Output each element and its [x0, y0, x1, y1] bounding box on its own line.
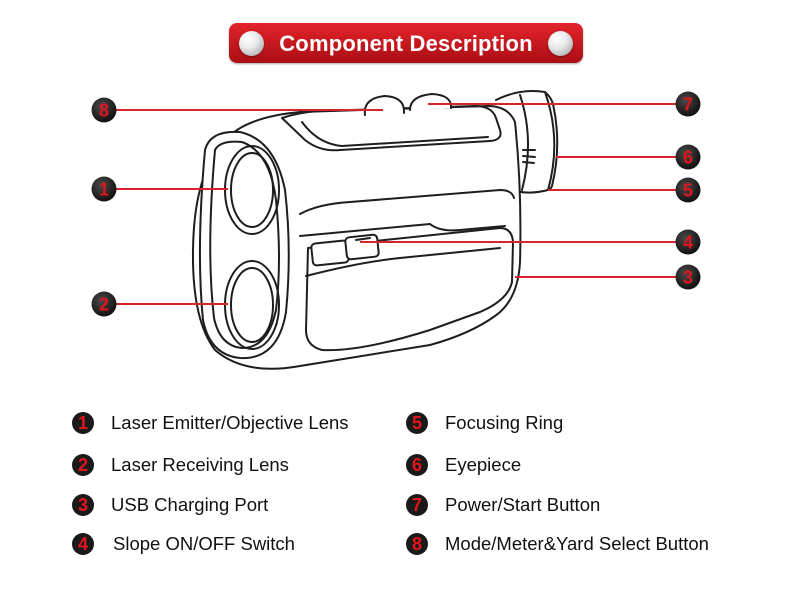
- rangefinder-drawing: [191, 90, 559, 370]
- callout-number-7: 7: [683, 95, 693, 115]
- callout-badge-2: 2: [91, 291, 117, 317]
- callout-number-6: 6: [683, 148, 693, 168]
- title-banner: Component Description: [229, 23, 583, 63]
- callout-badge-1: 1: [91, 176, 117, 202]
- legend-item-3: 3 USB Charging Port: [72, 492, 268, 518]
- legend-label-1: Laser Emitter/Objective Lens: [111, 412, 349, 433]
- legend-number-2: 2: [72, 454, 94, 476]
- legend-number-3: 3: [72, 494, 94, 516]
- legend-item-7: 7 Power/Start Button: [406, 492, 600, 518]
- callout-number-4: 4: [683, 233, 693, 253]
- decorative-sphere-icon: [548, 31, 573, 56]
- callout-lines: [116, 103, 676, 305]
- callout-badge-7: 7: [675, 91, 701, 117]
- legend-number-8: 8: [406, 533, 428, 555]
- legend-label-2: Laser Receiving Lens: [111, 454, 289, 475]
- legend-label-7: Power/Start Button: [445, 494, 601, 515]
- legend-number-7: 7: [406, 494, 428, 516]
- callout-badge-3: 3: [675, 264, 701, 290]
- legend-item-8: 8 Mode/Meter&Yard Select Button: [406, 531, 709, 557]
- legend-item-5: 5 Focusing Ring: [406, 410, 563, 436]
- callout-number-1: 1: [99, 180, 109, 200]
- callout-badge-8: 8: [91, 97, 117, 123]
- legend-number-6: 6: [406, 454, 428, 476]
- callout-badge-4: 4: [675, 229, 701, 255]
- callout-badge-6: 6: [675, 144, 701, 170]
- callout-badge-5: 5: [675, 177, 701, 203]
- callout-number-5: 5: [683, 181, 693, 201]
- legend-item-6: 6 Eyepiece: [406, 452, 521, 478]
- callout-number-8: 8: [99, 101, 109, 121]
- callout-number-2: 2: [99, 295, 109, 315]
- legend-number-5: 5: [406, 412, 428, 434]
- legend-number-1: 1: [72, 412, 94, 434]
- decorative-sphere-icon: [239, 31, 264, 56]
- page-title: Component Description: [279, 31, 533, 56]
- legend-item-2: 2 Laser Receiving Lens: [72, 452, 289, 478]
- legend-item-1: 1 Laser Emitter/Objective Lens: [72, 410, 349, 436]
- rangefinder-diagram: 1 2 3 4 5 6 7 8: [91, 90, 701, 370]
- legend-label-6: Eyepiece: [445, 454, 522, 475]
- callout-number-3: 3: [683, 268, 693, 288]
- legend-item-4: 4 Slope ON/OFF Switch: [72, 531, 295, 557]
- legend-label-4: Slope ON/OFF Switch: [113, 533, 295, 554]
- legend-label-3: USB Charging Port: [111, 494, 269, 515]
- legend-label-8: Mode/Meter&Yard Select Button: [445, 533, 709, 554]
- legend-number-4: 4: [72, 533, 94, 555]
- legend-label-5: Focusing Ring: [445, 412, 564, 433]
